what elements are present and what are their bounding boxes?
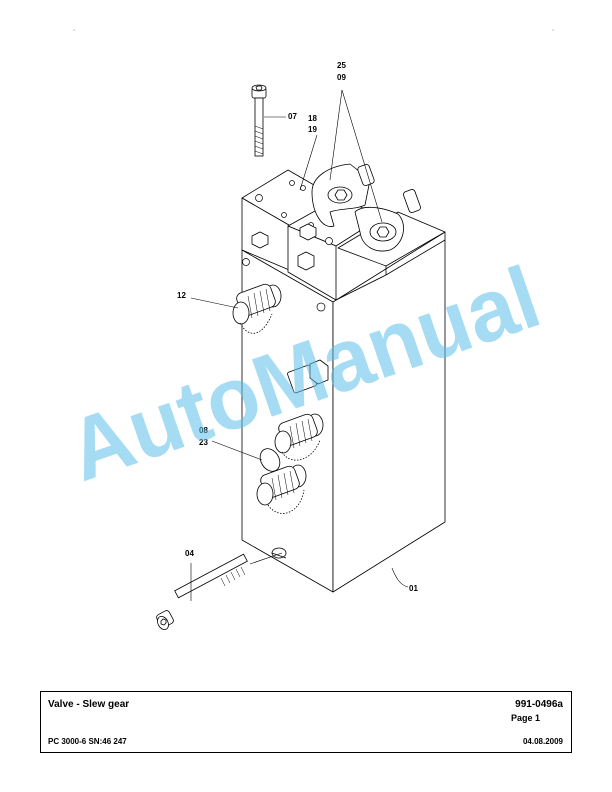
valve-block [241,169,446,593]
callout-01: 01 [409,584,418,593]
callout-25: 25 [337,61,346,70]
test-coupling-lower [256,464,307,514]
cap-screw-07 [251,84,267,157]
test-coupling-08 [274,413,324,461]
callout-23: 23 [199,438,208,447]
callout-09: 09 [337,73,346,82]
callout-12: 12 [177,291,186,300]
callout-labels: 25 09 07 18 19 12 08 23 04 01 [177,61,418,593]
valve-block-right-face [332,231,446,593]
bottom-bolt-hole [271,547,287,559]
callout-08: 08 [199,426,208,435]
callout-04: 04 [185,549,194,558]
callout-19: 19 [308,125,317,134]
hex-plugs [251,223,317,271]
title-block: Valve - Slew gear 991-0496a Page 1 PC 30… [40,691,572,753]
drawing-title: Valve - Slew gear [48,699,130,710]
hex-fitting-middle [287,359,329,394]
issue-date: 04.08.2009 [522,737,563,746]
machine-model: PC 3000-6 SN:46 247 [48,737,127,746]
top-bracket [311,163,421,252]
leader-lines [190,89,409,601]
corner-marks [73,29,554,31]
document-number: 991-0496a [515,699,563,710]
page-number: Page 1 [511,713,541,723]
callout-07: 07 [288,112,297,121]
callout-18: 18 [308,114,317,123]
cap-screw-04 [156,552,283,631]
test-coupling-12 [232,283,282,334]
